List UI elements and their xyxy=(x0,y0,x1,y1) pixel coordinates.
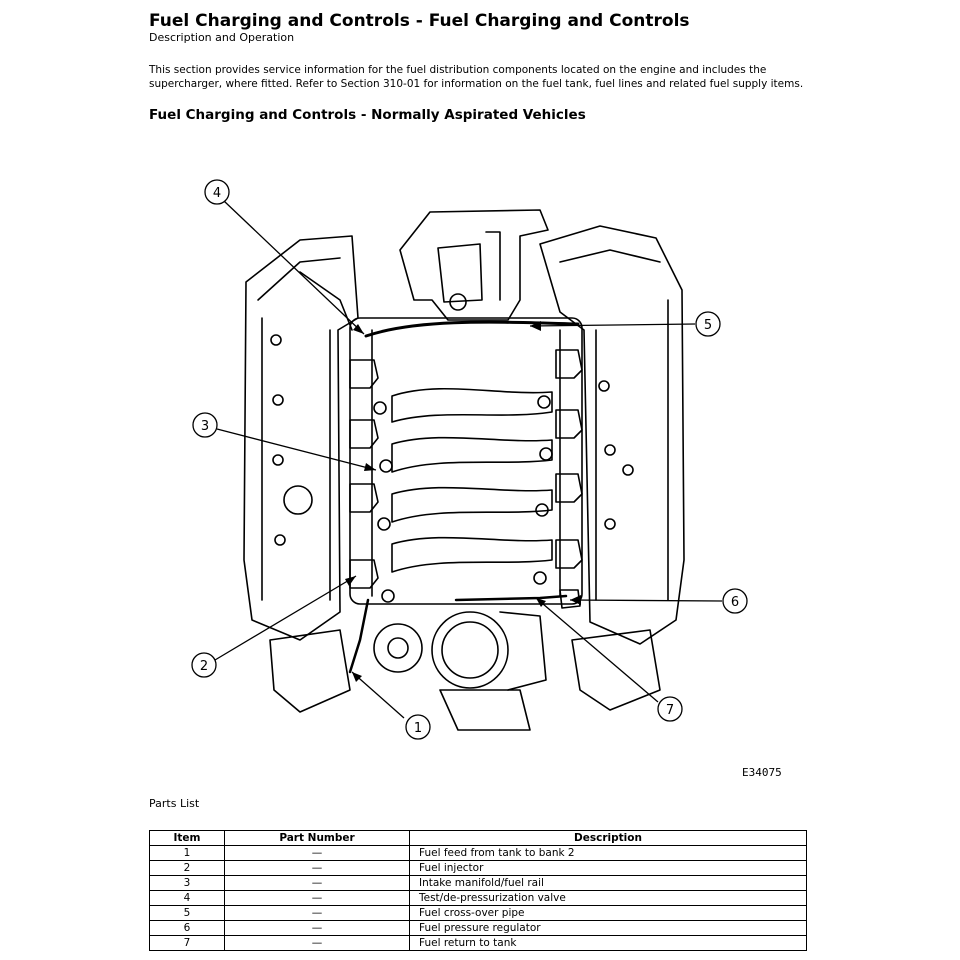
part-number-cell: — xyxy=(224,875,410,891)
svg-text:3: 3 xyxy=(201,419,209,434)
svg-text:7: 7 xyxy=(666,703,674,718)
callout-4: 4 xyxy=(204,179,230,205)
table-row: 7 — Fuel return to tank xyxy=(149,935,807,951)
description-cell: Test/de-pressurization valve xyxy=(409,890,807,906)
column-header-description: Description xyxy=(409,830,807,846)
section-heading: Fuel Charging and Controls - Normally As… xyxy=(149,107,586,123)
callout-5: 5 xyxy=(695,311,721,337)
item-cell: 2 xyxy=(149,860,225,876)
table-row: 6 — Fuel pressure regulator xyxy=(149,920,807,936)
svg-text:1: 1 xyxy=(414,721,422,736)
svg-text:2: 2 xyxy=(200,659,208,674)
description-cell: Fuel feed from tank to bank 2 xyxy=(409,845,807,861)
right-exhaust-flange xyxy=(571,629,661,711)
fuel-feed-line xyxy=(348,598,370,674)
oil-filler-cap xyxy=(283,485,313,515)
description-cell: Fuel pressure regulator xyxy=(409,920,807,936)
parts-table-header: Item Part Number Description xyxy=(149,830,807,846)
left-fuel-injectors xyxy=(349,359,379,589)
figure-id: E34075 xyxy=(742,766,782,779)
description-cell: Fuel injector xyxy=(409,860,807,876)
right-fuel-injectors xyxy=(555,349,583,569)
throttle-body xyxy=(373,611,547,731)
part-number-cell: — xyxy=(224,905,410,921)
svg-text:6: 6 xyxy=(731,595,739,610)
part-number-cell: — xyxy=(224,935,410,951)
left-exhaust-flange xyxy=(269,629,351,713)
svg-text:4: 4 xyxy=(213,186,221,201)
part-number-cell: — xyxy=(224,845,410,861)
intake-elbow xyxy=(399,209,549,321)
description-cell: Fuel cross-over pipe xyxy=(409,905,807,921)
manifold-bolts xyxy=(373,395,553,603)
page-title: Fuel Charging and Controls - Fuel Chargi… xyxy=(149,11,690,31)
intake-manifold xyxy=(349,317,583,605)
table-row: 1 — Fuel feed from tank to bank 2 xyxy=(149,845,807,861)
item-cell: 6 xyxy=(149,920,225,936)
svg-text:5: 5 xyxy=(704,318,712,333)
page-subtitle: Description and Operation xyxy=(149,31,295,44)
fuel-crossover-pipe xyxy=(364,320,580,338)
callout-arrowheads xyxy=(345,321,581,682)
item-cell: 4 xyxy=(149,890,225,906)
table-row: 2 — Fuel injector xyxy=(149,860,807,876)
table-row: 4 — Test/de-pressurization valve xyxy=(149,890,807,906)
description-cell: Intake manifold/fuel rail xyxy=(409,875,807,891)
description-cell: Fuel return to tank xyxy=(409,935,807,951)
table-row: 3 — Intake manifold/fuel rail xyxy=(149,875,807,891)
fuel-return-line xyxy=(454,594,568,602)
intro-paragraph: This section provides service informatio… xyxy=(149,64,804,90)
column-header-item: Item xyxy=(149,830,225,846)
part-number-cell: — xyxy=(224,920,410,936)
callout-7: 7 xyxy=(657,696,683,722)
part-number-cell: — xyxy=(224,860,410,876)
callout-circles: 1 2 3 4 5 6 7 xyxy=(191,179,748,740)
left-cylinder-bank xyxy=(243,235,359,641)
callout-3: 3 xyxy=(192,412,218,438)
bank-bolts xyxy=(270,334,634,546)
parts-list-label: Parts List xyxy=(149,797,200,810)
table-row: 5 — Fuel cross-over pipe xyxy=(149,905,807,921)
parts-table: Item Part Number Description 1 — Fuel fe… xyxy=(149,830,807,951)
callout-6: 6 xyxy=(722,588,748,614)
item-cell: 3 xyxy=(149,875,225,891)
callout-2: 2 xyxy=(191,652,217,678)
right-cylinder-bank xyxy=(539,225,685,645)
fuel-pressure-regulator xyxy=(559,589,581,609)
callout-1: 1 xyxy=(405,714,431,740)
item-cell: 5 xyxy=(149,905,225,921)
callout-leaders xyxy=(214,200,723,719)
item-cell: 1 xyxy=(149,845,225,861)
part-number-cell: — xyxy=(224,890,410,906)
column-header-part-number: Part Number xyxy=(224,830,410,846)
item-cell: 7 xyxy=(149,935,225,951)
